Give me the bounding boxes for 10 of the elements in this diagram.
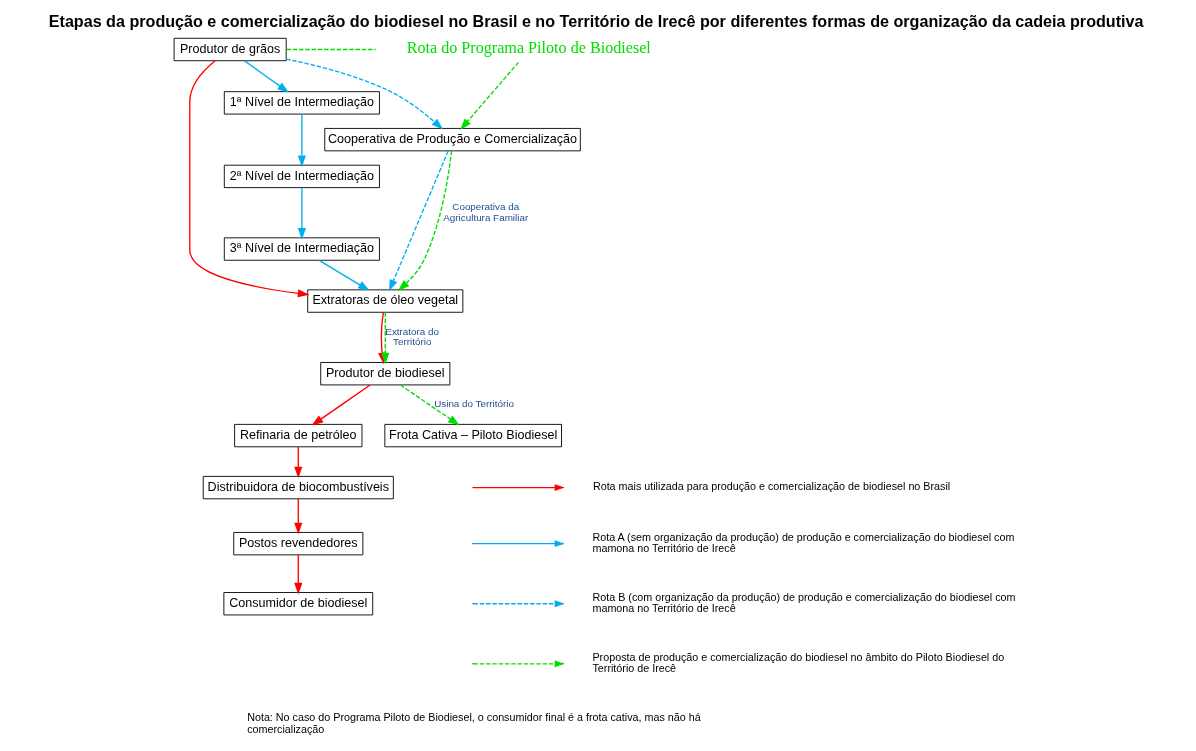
legend-label: Proposta de produção e comercialização do biodiesel no âmbito do Piloto Biodiesel do Território de Irecê — [591, 650, 1004, 675]
diagram-title: Etapas da produção e comercialização do biodiesel no Brasil e no Território de Irecê por diferentes formas de organização da cadeia produtiva — [48, 12, 1143, 31]
legend-label: Rota A (sem organização da produção) de produção e comercialização do biodiesel com mamona no Território de Irecê — [591, 530, 1014, 555]
edge-label: Extratora do Território — [384, 325, 439, 348]
edge-label: Usina do Território — [433, 398, 514, 410]
node-text: Rota do Programa Piloto de Biodiesel — [406, 39, 651, 57]
label: Nota: No caso do Programa Piloto de Biodiesel, o consumidor final é a frota cativa, mas não há comercialização — [246, 710, 701, 735]
legend-label: Rota B (com organização da produção) de produção e comercialização do biodiesel com mamona no Território de Irecê — [591, 590, 1016, 615]
legend-label: Rota mais utilizada para produção e comercialização de biodiesel no Brasil — [592, 480, 950, 493]
edge-label: Cooperativa da Agricultura Familiar — [442, 200, 528, 223]
